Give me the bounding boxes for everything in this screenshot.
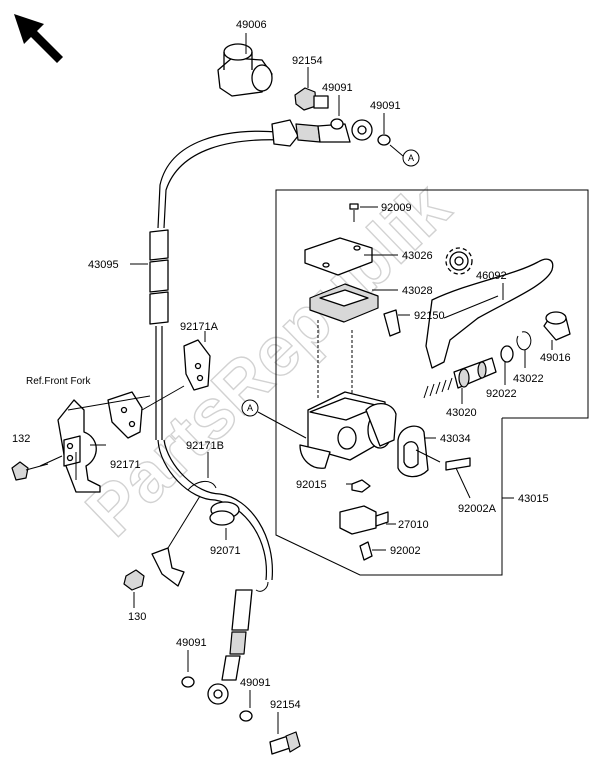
label-92071: 92071 bbox=[210, 545, 241, 557]
label-46092: 46092 bbox=[476, 270, 507, 282]
dust-boot bbox=[543, 311, 571, 341]
label-92015: 92015 bbox=[296, 479, 327, 491]
label-92002a: 92002A bbox=[458, 503, 497, 515]
gear-icon bbox=[445, 247, 473, 275]
label-43028: 43028 bbox=[402, 285, 433, 297]
label-43095: 43095 bbox=[88, 259, 119, 271]
piston-kit bbox=[423, 357, 497, 399]
bracket-bolt bbox=[123, 569, 145, 591]
fork-bolt bbox=[11, 461, 49, 481]
hose-clamp-92171a bbox=[183, 339, 211, 391]
banjo-bolt-bottom bbox=[269, 731, 301, 755]
circlip bbox=[516, 331, 532, 351]
diaphragm bbox=[309, 283, 379, 323]
part-labels: 49006 92154 49091 49091 43095 92009 4302… bbox=[12, 19, 571, 711]
hose-clamp-92171 bbox=[107, 391, 143, 439]
label-130: 130 bbox=[128, 611, 146, 623]
label-49006: 49006 bbox=[236, 19, 267, 31]
washer-top-2 bbox=[377, 134, 391, 146]
callout-a-top: A bbox=[389, 144, 420, 167]
washer-top-1 bbox=[330, 118, 344, 130]
piston-washer bbox=[500, 345, 514, 363]
label-49016: 49016 bbox=[540, 352, 571, 364]
label-49091-c: 49091 bbox=[176, 637, 207, 649]
lever-pivot-bolt bbox=[383, 309, 401, 337]
label-49091-a: 49091 bbox=[322, 82, 353, 94]
svg-text:A: A bbox=[247, 403, 253, 413]
watermark-text: PartsRepublik bbox=[71, 168, 464, 551]
label-43015: 43015 bbox=[518, 493, 549, 505]
label-43020: 43020 bbox=[446, 407, 477, 419]
label-92171a: 92171A bbox=[180, 321, 219, 333]
label-92002: 92002 bbox=[390, 545, 421, 557]
label-92009: 92009 bbox=[381, 202, 412, 214]
label-27010: 27010 bbox=[398, 519, 429, 531]
label-49091-b: 49091 bbox=[370, 100, 401, 112]
clamp-bolt bbox=[445, 457, 471, 471]
switch-nut bbox=[351, 479, 371, 493]
svg-text:A: A bbox=[408, 153, 414, 163]
master-cylinder-body bbox=[299, 391, 397, 469]
direction-arrow-icon bbox=[14, 14, 63, 63]
label-43034: 43034 bbox=[440, 433, 471, 445]
banjo-bolt-top bbox=[294, 87, 329, 111]
label-49091-d: 49091 bbox=[240, 677, 271, 689]
brake-hose-lower bbox=[151, 439, 273, 705]
leader-lines bbox=[75, 33, 553, 734]
label-92171: 92171 bbox=[110, 459, 141, 471]
label-132: 132 bbox=[12, 433, 30, 445]
washer-bottom-1 bbox=[181, 676, 195, 688]
label-92154-top: 92154 bbox=[292, 55, 323, 67]
brake-lever bbox=[425, 258, 554, 369]
label-92150: 92150 bbox=[414, 310, 445, 322]
label-92022: 92022 bbox=[486, 388, 517, 400]
stop-switch bbox=[339, 505, 389, 535]
assembly-bracket bbox=[275, 189, 589, 576]
label-43026: 43026 bbox=[402, 250, 433, 262]
label-92171b: 92171B bbox=[186, 440, 224, 452]
callout-a-body: A bbox=[241, 399, 307, 439]
switch-screw bbox=[359, 541, 373, 561]
label-92154-bottom: 92154 bbox=[270, 699, 301, 711]
ref-front-fork: Ref.Front Fork bbox=[26, 376, 91, 387]
cap-screw bbox=[349, 203, 359, 222]
label-43022: 43022 bbox=[513, 373, 544, 385]
rubber-cap bbox=[217, 43, 273, 97]
brake-hose-upper bbox=[149, 119, 373, 440]
washer-bottom-2 bbox=[239, 710, 253, 722]
handlebar-clamp bbox=[397, 425, 429, 478]
watermark: PartsRepublik bbox=[71, 167, 465, 552]
